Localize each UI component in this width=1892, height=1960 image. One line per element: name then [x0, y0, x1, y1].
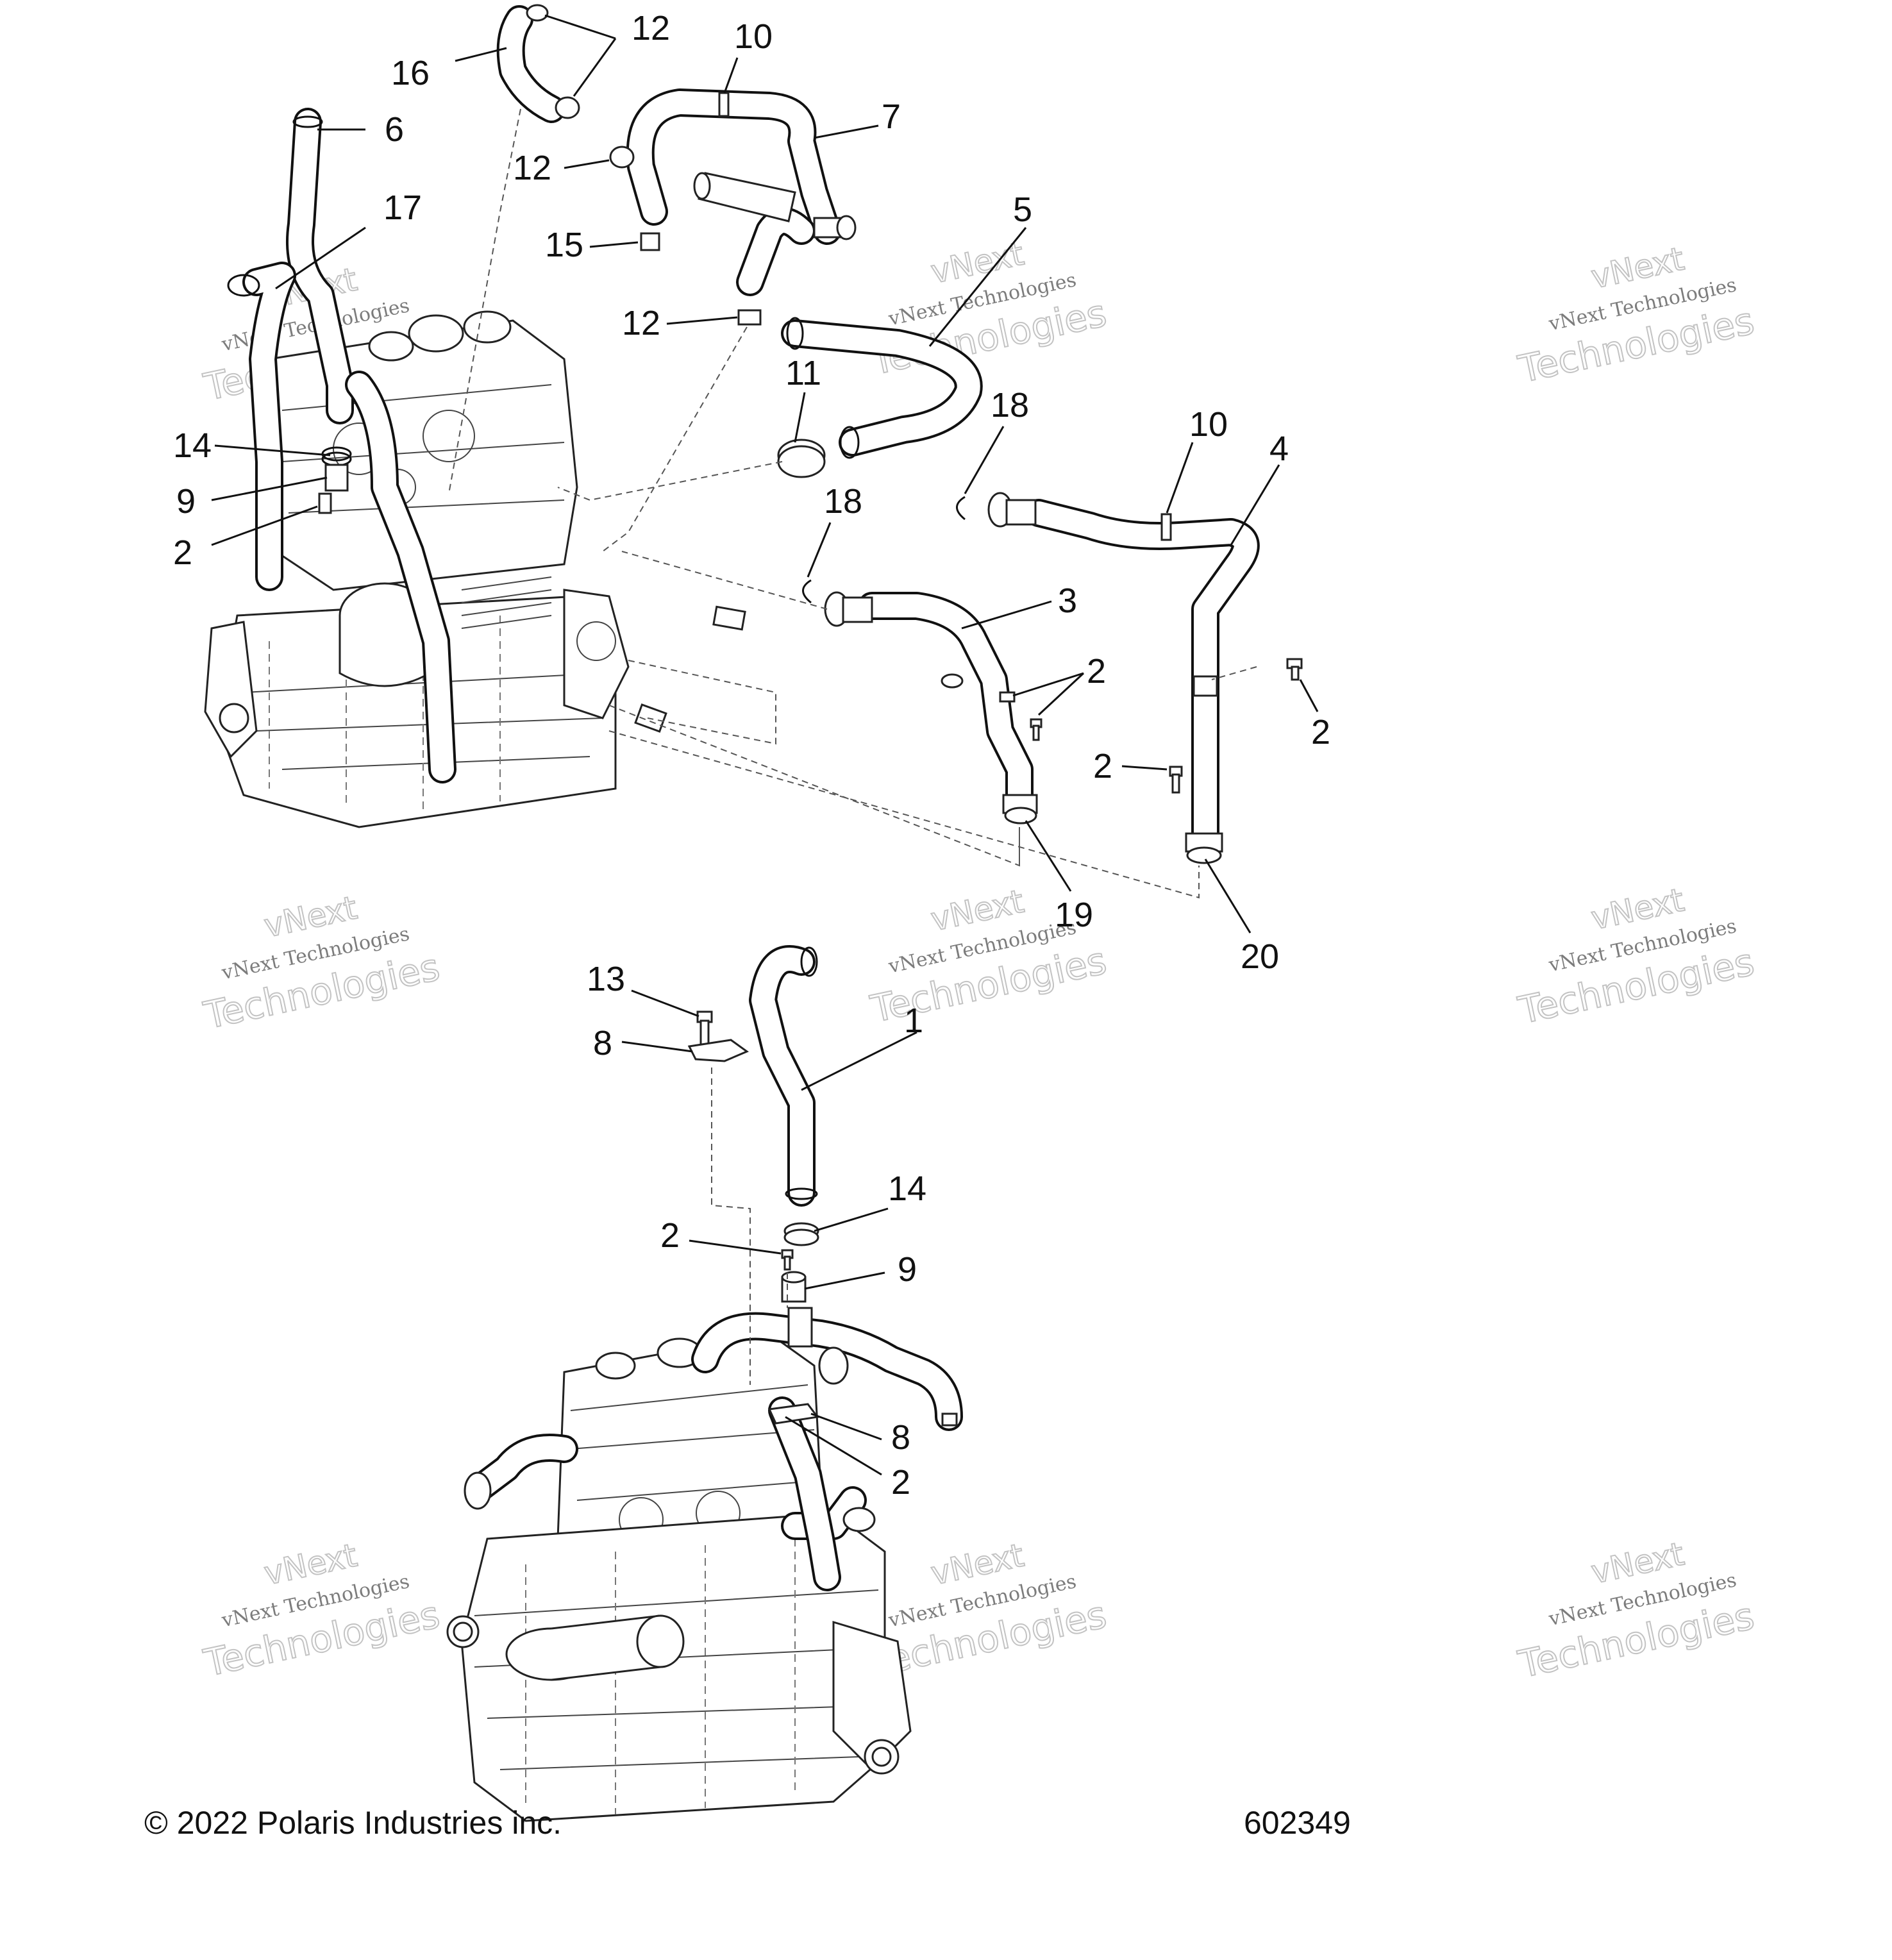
clip-18-upper	[956, 496, 966, 521]
watermark-top-right: vNext vNext Technologies Technologies	[1514, 239, 1759, 392]
callout-8-exploded: 8	[593, 1024, 612, 1062]
bolt-2-pipe3-a	[999, 691, 1016, 703]
watermark-middle-right: vNext vNext Technologies Technologies	[1514, 880, 1759, 1033]
watermark-middle-center: vNext vNext Technologies Technologies	[866, 882, 1111, 1032]
callout-9-upper: 9	[176, 482, 196, 521]
assembled-hose-lower	[691, 1307, 963, 1591]
callout-2-pipe4-right: 2	[1311, 713, 1330, 751]
callout-12-lower: 12	[622, 304, 660, 342]
callout-11: 11	[785, 354, 821, 392]
callout-4: 4	[1269, 430, 1289, 468]
callout-17: 17	[383, 188, 422, 227]
figure-number: 602349	[1244, 1805, 1351, 1841]
callout-labels: 12 16 10 6 7 12 17 15 5 12 11 18 10 4 14…	[173, 9, 1330, 1502]
callout-14-lower: 14	[888, 1169, 926, 1208]
seal-20	[1186, 846, 1222, 864]
callout-9-lower: 9	[898, 1250, 917, 1289]
callout-19: 19	[1055, 896, 1093, 934]
callout-2-lower: 2	[660, 1216, 680, 1255]
bracket-8-exploded	[687, 1039, 749, 1062]
clamp-12-middle	[609, 146, 635, 169]
callout-20: 20	[1241, 937, 1279, 976]
pipe-4	[987, 492, 1260, 853]
callout-7: 7	[882, 97, 901, 136]
clamp-10-pipe4	[1160, 513, 1172, 541]
pipe-3	[824, 591, 1038, 816]
hose-7	[626, 88, 857, 296]
clamp-10-top	[718, 92, 730, 117]
hose-16	[496, 5, 565, 123]
clamp-12-top-a	[526, 4, 549, 22]
assembly-lines-upper	[448, 108, 1257, 899]
clamp-14-lower	[783, 1222, 819, 1246]
callout-6: 6	[385, 110, 404, 149]
bolt-2-pipe4-left	[1169, 766, 1183, 794]
watermark-top-center: vNext vNext Technologies Technologies	[866, 235, 1111, 385]
callout-8-assembled: 8	[891, 1418, 910, 1457]
callout-10-top: 10	[734, 17, 773, 56]
copyright-text: © 2022 Polaris Industries inc.	[144, 1805, 562, 1841]
lower-engine-assembly	[446, 1332, 912, 1822]
clamp-11	[777, 439, 826, 478]
engine-bypass-hose	[345, 371, 456, 783]
callout-2-assembled: 2	[891, 1463, 910, 1502]
callout-3: 3	[1058, 582, 1077, 620]
upper-engine-assembly	[204, 310, 746, 828]
watermark-bottom-right: vNext vNext Technologies Technologies	[1514, 1534, 1759, 1687]
callout-1: 1	[904, 1001, 923, 1040]
leader-lines	[211, 14, 1319, 1476]
callout-10-pipe4: 10	[1189, 405, 1228, 444]
bolt-2-pipe3-b	[1030, 718, 1042, 741]
bolt-2-upper	[318, 492, 332, 514]
callout-2-pipe4-left: 2	[1093, 747, 1112, 785]
callout-5: 5	[1013, 190, 1032, 229]
watermark-bottom-left: vNext vNext Technologies Technologies	[199, 1536, 444, 1686]
bolt-2-lower-exploded	[781, 1249, 794, 1271]
fitting-9-upper	[324, 464, 349, 492]
hose-5	[781, 317, 983, 459]
callout-12-top: 12	[632, 9, 670, 47]
callout-2-upper: 2	[173, 533, 192, 572]
bolt-13	[696, 1010, 713, 1048]
hose-6	[286, 108, 354, 424]
clip-18-lower	[802, 579, 812, 604]
hose-1	[749, 945, 818, 1207]
callout-13: 13	[587, 960, 625, 998]
fitting-15	[640, 232, 660, 251]
callout-2-pipe3: 2	[1087, 652, 1106, 691]
callout-12-middle: 12	[513, 149, 551, 187]
bolt-2-pipe4-right	[1286, 658, 1303, 681]
assembly-lines-lower	[711, 1068, 788, 1385]
callout-18-upper: 18	[991, 386, 1029, 424]
callout-18-lower: 18	[824, 482, 862, 521]
clamp-12-top-b	[555, 96, 580, 119]
callout-15: 15	[545, 226, 583, 264]
callout-16: 16	[391, 54, 430, 92]
clamp-12-lower	[737, 309, 762, 326]
watermark-middle-left: vNext vNext Technologies Technologies	[199, 889, 444, 1039]
hose-17	[227, 262, 296, 591]
fitting-9-lower	[781, 1271, 807, 1303]
seal-19	[1004, 807, 1037, 825]
callout-14-upper: 14	[173, 426, 212, 465]
